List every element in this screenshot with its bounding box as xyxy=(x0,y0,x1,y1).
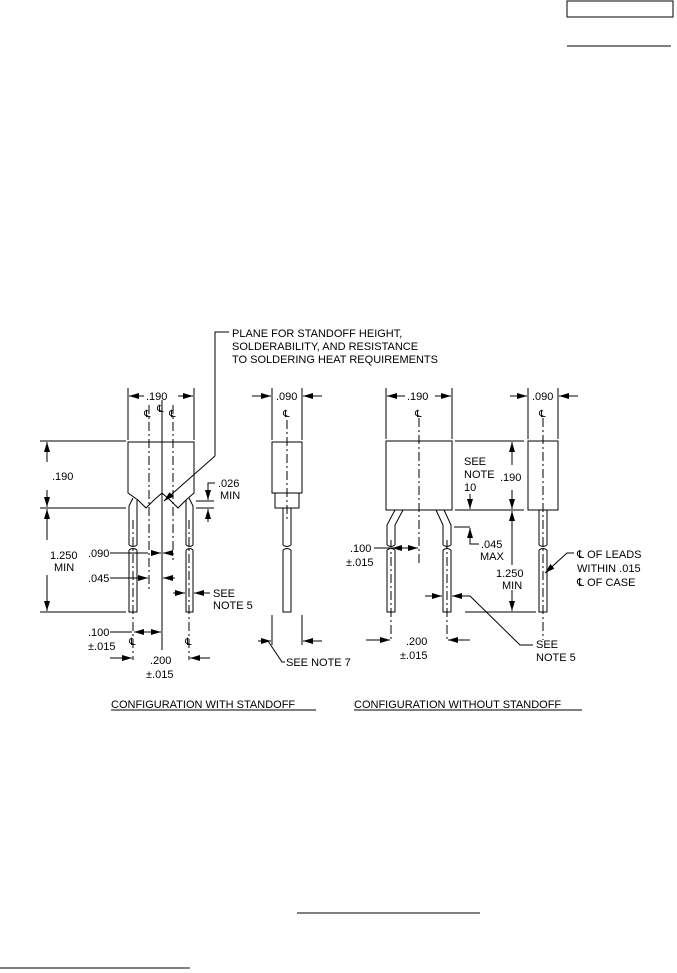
dimension-label: PLANE FOR STANDOFF HEIGHT, xyxy=(232,328,402,340)
side-view-without-standoff: .090 ℄ ℄ OF LEADS WITHIN .015 ℄ OF CASE xyxy=(510,388,642,640)
caption-without-standoff: CONFIGURATION WITHOUT STANDOFF xyxy=(354,699,561,711)
dimension-label: MIN xyxy=(220,490,240,502)
dimension-label: .200 xyxy=(150,655,171,667)
dimension-label: ℄ xyxy=(184,637,192,648)
front-view-without-standoff: .190 ℄ SEE NOTE 10 .190 1.250 MIN .045 M… xyxy=(346,388,576,664)
dimension-label: .090 xyxy=(88,548,109,560)
dimension-label: NOTE 5 xyxy=(536,652,576,664)
dimension-label: MAX xyxy=(480,551,505,563)
dimension-label: ±.015 xyxy=(346,557,373,569)
dimension-label: ±.015 xyxy=(400,650,427,662)
dimension-label: .190 xyxy=(407,391,428,403)
side-view-with-standoff: .090 ℄ SEE NOTE 7 xyxy=(252,388,351,669)
dimension-label: .090 xyxy=(276,391,297,403)
dimension-label: SOLDERABILITY, AND RESISTANCE xyxy=(232,341,418,353)
dimension-label: .200 xyxy=(406,636,427,648)
dimension-label: ℄ xyxy=(538,409,546,420)
dimension-label: .190 xyxy=(500,472,521,484)
front-view-with-standoff: .190 ℄ ℄ ℄ .190 1.250 MIN .090 .045 SEE … xyxy=(40,388,253,681)
dimension-label: 10 xyxy=(464,482,476,494)
dimension-label: ℄ xyxy=(128,637,136,648)
dimension-label: SEE xyxy=(536,639,558,651)
dimension-label: MIN xyxy=(502,580,522,592)
dimension-label: ℄ xyxy=(143,409,151,420)
dimension-label: .045 xyxy=(88,573,109,585)
dimension-label: WITHIN .015 xyxy=(577,563,641,575)
dimension-label: SEE xyxy=(464,456,486,468)
dimension-label: .045 xyxy=(481,539,502,551)
dimension-label: .190 xyxy=(146,391,167,403)
dimension-label: ℄ xyxy=(156,404,164,415)
dimension-label: NOTE 5 xyxy=(213,600,253,612)
dimension-label: .100 xyxy=(88,627,109,639)
dimension-label: 1.250 xyxy=(50,550,78,562)
dimension-label: SEE xyxy=(213,588,235,600)
dimension-label: ℄ xyxy=(282,409,290,420)
dimension-label: MIN xyxy=(54,562,74,574)
dimension-label: ℄ OF LEADS xyxy=(576,549,642,561)
dimension-label: .100 xyxy=(350,543,371,555)
dimension-label: SEE NOTE 7 xyxy=(286,657,351,669)
dimension-label: .090 xyxy=(532,391,553,403)
dimension-label: TO SOLDERING HEAT REQUIREMENTS xyxy=(232,354,438,366)
plane-note: PLANE FOR STANDOFF HEIGHT, SOLDERABILITY… xyxy=(163,328,438,502)
header-box xyxy=(566,0,674,18)
dimension-label: ±.015 xyxy=(146,669,173,681)
dimension-label: .026 xyxy=(218,478,239,490)
dimension-label: .190 xyxy=(52,471,73,483)
dimension-label: 1.250 xyxy=(496,568,524,580)
dimension-label: ℄ OF CASE xyxy=(576,577,635,589)
dimension-label: ℄ xyxy=(414,409,422,420)
dimension-label: ℄ xyxy=(168,409,176,420)
caption-with-standoff: CONFIGURATION WITH STANDOFF xyxy=(111,699,295,711)
dimension-label: ±.015 xyxy=(88,641,115,653)
dimension-label: NOTE xyxy=(464,469,495,481)
